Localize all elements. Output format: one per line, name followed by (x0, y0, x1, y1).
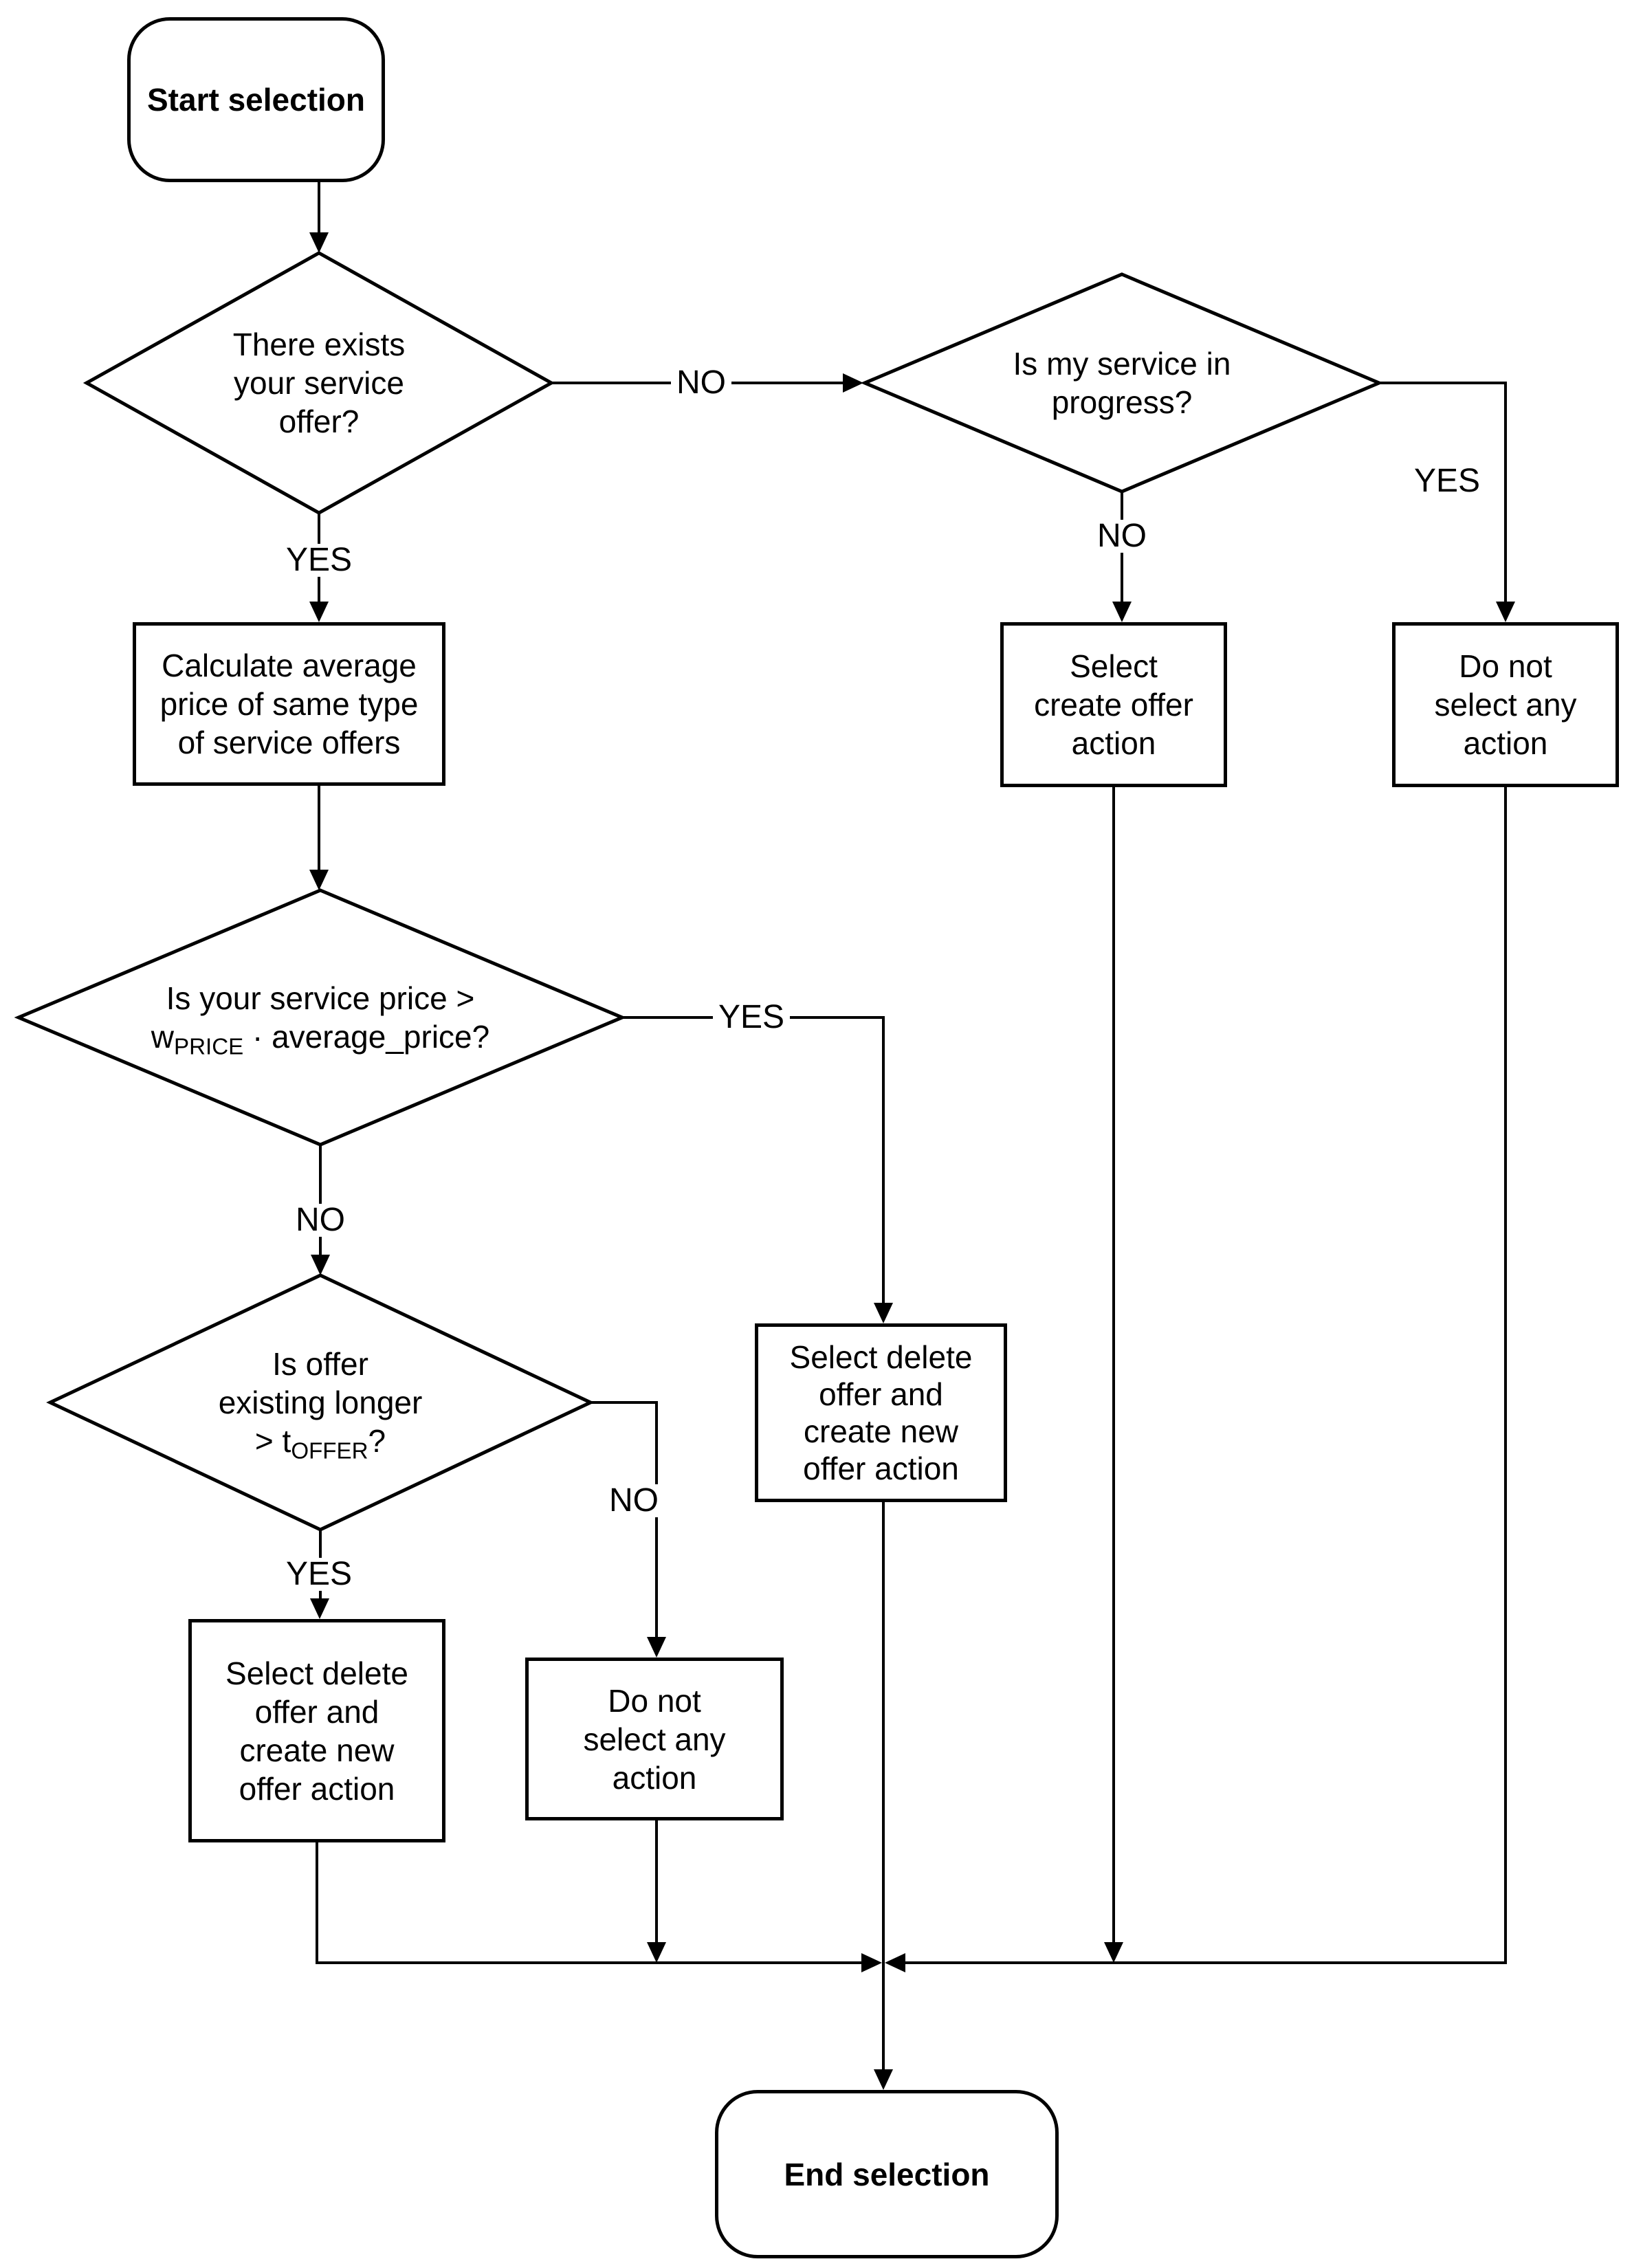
decision-line: There exists (232, 327, 406, 362)
variable-subscript: OFFER (291, 1438, 368, 1464)
decision-line: your service (234, 365, 404, 401)
connector-left-to-collector (316, 1842, 863, 1964)
decision-diamonds (14, 251, 1384, 1532)
decision-line: offer? (278, 404, 360, 439)
arrowhead (309, 602, 329, 622)
terminal-start: Start selection (127, 17, 385, 182)
edge-label-age-no: NO (604, 1484, 664, 1517)
process-line: select any (583, 1721, 726, 1757)
arrowhead (1104, 1942, 1123, 1963)
arrowhead (647, 1637, 666, 1658)
process-no-action-right: Do not select any action (1392, 622, 1619, 787)
decision-diamond-shape (860, 272, 1384, 494)
process-calculate-average-price: Calculate average price of same type of … (133, 622, 445, 786)
decision-line: Is my service in (1013, 346, 1231, 382)
process-no-action-middle: Do not select any action (525, 1658, 784, 1820)
process-line: create new (803, 1413, 958, 1449)
variable-base: t (282, 1423, 291, 1459)
decision-line-suffix: ? (368, 1423, 386, 1459)
decision-line-prefix: > (254, 1423, 283, 1459)
process-line: offer and (819, 1376, 943, 1412)
arrowhead (861, 1953, 882, 1972)
connector-age-no (591, 1401, 658, 1640)
edge-label-price-yes: YES (712, 1001, 791, 1034)
arrowhead (309, 870, 329, 890)
process-select-create-offer: Select create offer action (1000, 622, 1227, 787)
arrowhead (311, 1255, 330, 1275)
edge-label-progress-no: NO (1092, 520, 1152, 553)
arrowhead (310, 1598, 329, 1619)
arrowhead (874, 1303, 893, 1323)
process-line: offer action (239, 1770, 395, 1807)
variable-subscript: PRICE (174, 1034, 244, 1060)
decision-service-in-progress: Is my service in progress? (957, 314, 1287, 452)
terminal-end-label: End selection (784, 2156, 990, 2192)
arrowhead (843, 373, 863, 393)
process-line: Calculate average (162, 648, 417, 683)
connector-price-yes (622, 1016, 885, 1306)
process-line: price of same type (159, 686, 419, 722)
process-line: of service offers (177, 725, 401, 760)
decision-line: progress? (1051, 384, 1193, 420)
edge-label-age-yes: YES (280, 1558, 358, 1591)
process-line: offer and (254, 1693, 379, 1730)
decision-line: Is your service price > (166, 980, 475, 1016)
process-line: action (1071, 725, 1156, 761)
process-line: Select delete (225, 1655, 408, 1691)
decision-service-offer-exists: There exists your service offer? (181, 300, 456, 465)
decision-line: existing longer (218, 1385, 423, 1420)
decision-line: Is offer (272, 1346, 368, 1382)
decision-price-comparison: Is your service price > wPRICE · average… (100, 949, 540, 1086)
process-line: create offer (1034, 687, 1193, 723)
arrowhead (885, 1953, 905, 1972)
process-line: action (612, 1759, 697, 1796)
process-line: Do not (608, 1682, 701, 1719)
connector-progress-yes (1379, 382, 1507, 604)
edge-label-price-no: NO (290, 1204, 351, 1237)
arrowhead (647, 1942, 666, 1963)
arrowhead (1496, 602, 1515, 622)
decision-line: wPRICE · average_price? (151, 1017, 490, 1060)
connector-lines (316, 182, 1507, 2072)
process-line: Select delete (789, 1339, 973, 1375)
process-delete-and-create-left: Select delete offer and create new offer… (188, 1619, 445, 1842)
decision-diamond-shape (46, 1273, 595, 1532)
variable-base: w (151, 1019, 175, 1055)
decision-offer-age: Is offer existing longer > tOFFER? (169, 1320, 472, 1485)
arrowhead (874, 2069, 893, 2090)
process-line: action (1463, 725, 1548, 761)
connector-right-to-collector (904, 787, 1507, 1964)
arrowhead (1112, 602, 1132, 622)
process-line: select any (1434, 687, 1577, 723)
process-line: Do not (1459, 648, 1552, 684)
decision-line: > tOFFER? (254, 1422, 386, 1462)
terminal-start-label: Start selection (147, 82, 365, 118)
decision-diamond-shape (14, 888, 627, 1147)
arrowhead (309, 232, 329, 253)
edge-label-progress-yes: YES (1408, 465, 1486, 498)
arrowheads (309, 232, 1515, 2090)
process-line: offer action (803, 1451, 959, 1486)
edge-label-exists-yes: YES (280, 544, 358, 577)
edge-label-exists-no: NO (671, 366, 731, 399)
process-line: Select (1070, 648, 1158, 684)
decision-diamond-shape (82, 251, 555, 515)
process-line: create new (239, 1732, 395, 1768)
terminal-end: End selection (715, 2090, 1059, 2258)
decision-line-rest: · average_price? (243, 1019, 490, 1055)
process-delete-and-create-middle: Select delete offer and create new offer… (755, 1323, 1007, 1502)
